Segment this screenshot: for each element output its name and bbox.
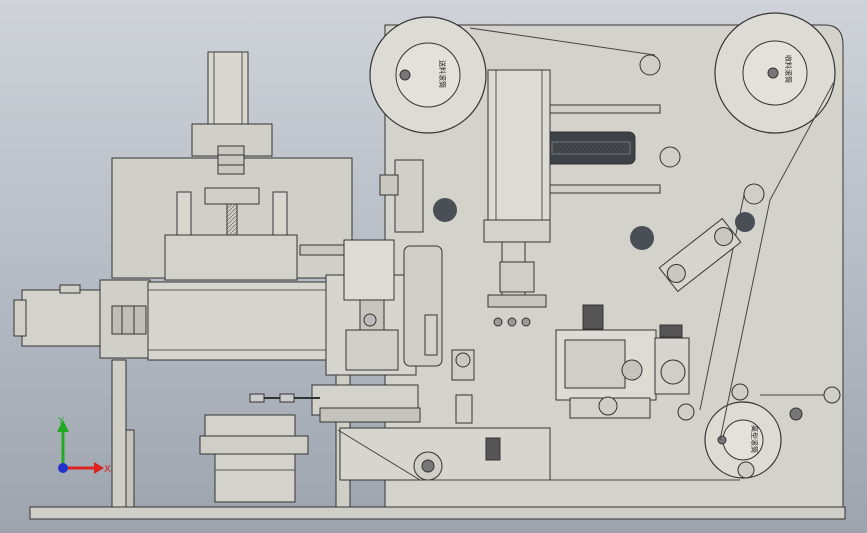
left-leg-1 — [111, 359, 127, 508]
coordinate-triad: Y X — [57, 416, 111, 475]
angled-cylinder — [658, 217, 742, 293]
mount-hole — [433, 198, 457, 222]
mount-hole — [735, 212, 755, 232]
top-coupling — [217, 145, 245, 175]
x-axis-label: X — [104, 464, 111, 475]
rotary-table-top — [204, 414, 296, 438]
horizontal-linear-axis — [147, 281, 339, 361]
right-reel-label: 收料滚筒 — [784, 55, 793, 83]
left-leg-3 — [125, 429, 135, 508]
y-axis-label: Y — [57, 416, 65, 427]
right-takeup-reel: 收料滚筒 — [714, 12, 836, 134]
left-coupling — [111, 305, 147, 335]
press-slide — [487, 69, 551, 221]
bottom-reel-label: 离型滚筒 — [750, 425, 759, 453]
lower-conveyor — [339, 427, 551, 481]
base-plate — [29, 506, 846, 520]
top-rail — [549, 104, 661, 114]
left-reel-label: 送料滚筒 — [438, 60, 447, 88]
left-motor — [21, 289, 103, 347]
left-feed-reel: 送料滚筒 — [369, 16, 487, 134]
film-path — [337, 27, 836, 481]
top-motor-body — [207, 51, 249, 125]
mount-hole — [630, 226, 654, 250]
